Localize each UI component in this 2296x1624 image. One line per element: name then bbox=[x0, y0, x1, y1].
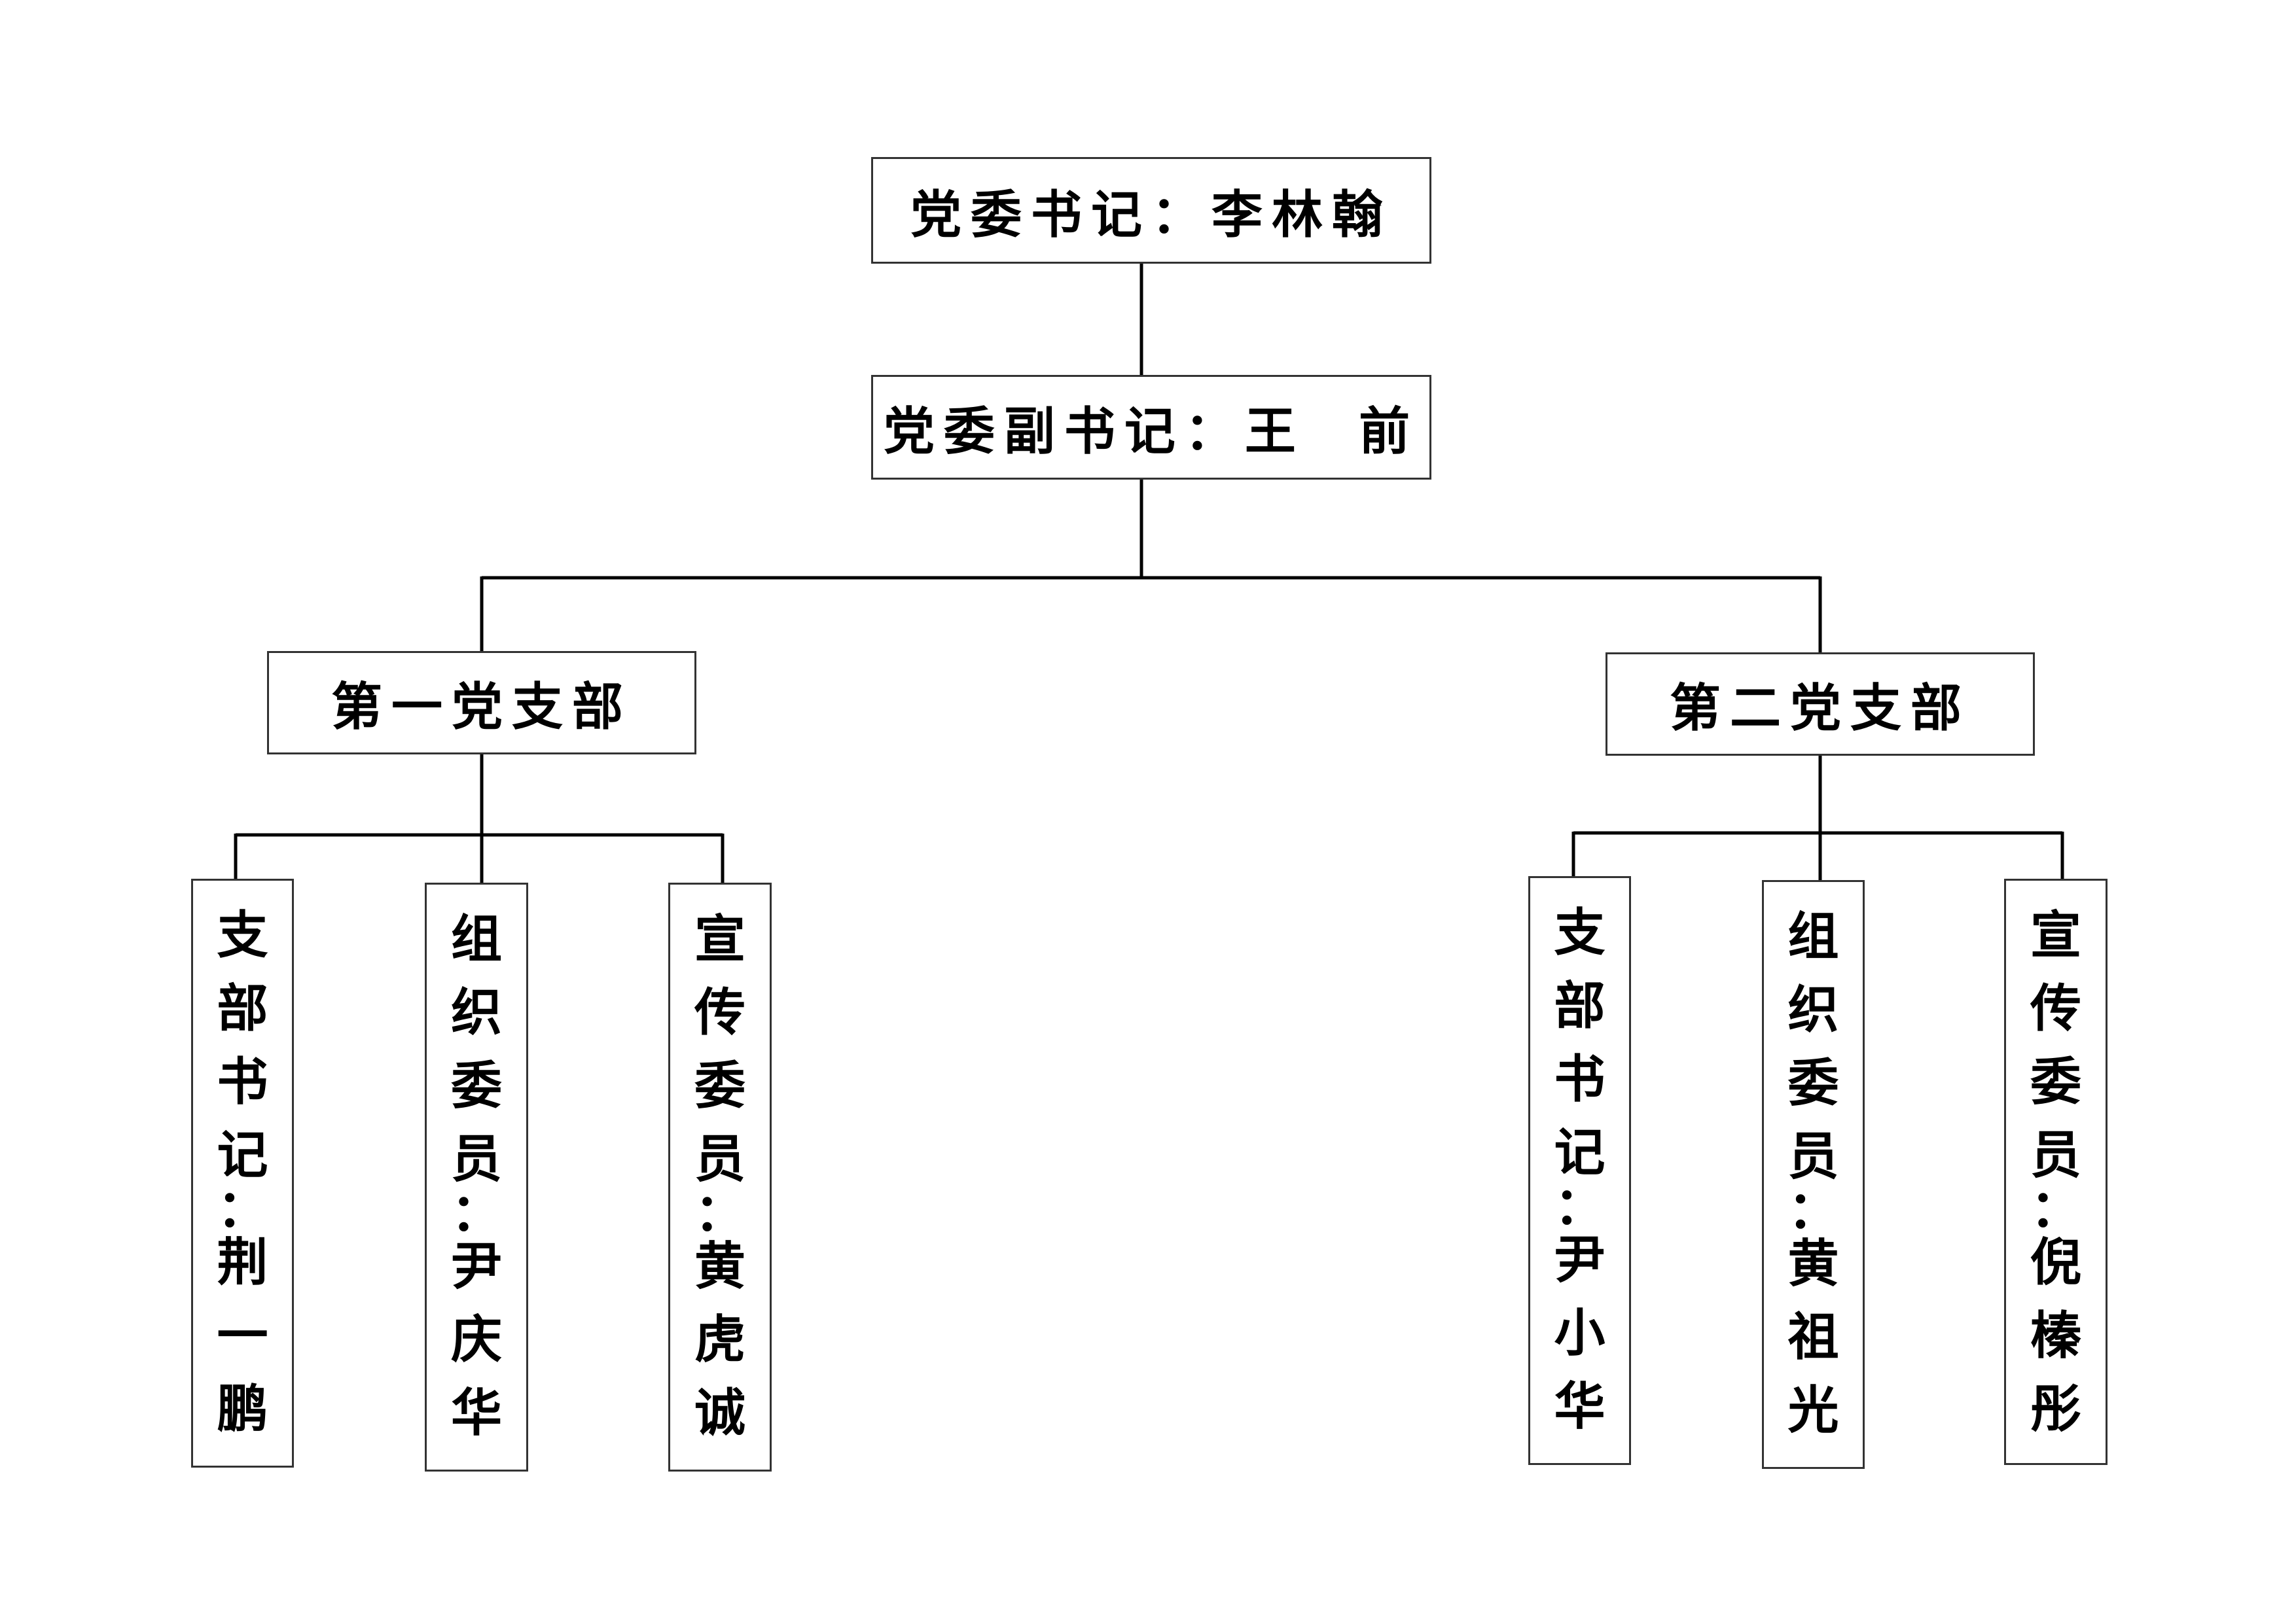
branch-1-box: 第一党支部 bbox=[267, 651, 696, 754]
member-box: 宣传委员：黄虎诚 bbox=[668, 883, 772, 1472]
member-colon: ： bbox=[694, 1183, 745, 1243]
member-box: 支部书记：荆一鹏 bbox=[191, 879, 294, 1468]
member-vertical-text: 支部书记：荆一鹏 bbox=[193, 899, 292, 1446]
secretary-label: 党委书记：李林翰 bbox=[910, 185, 1392, 245]
member-colon: ： bbox=[1787, 1180, 1839, 1240]
member-vertical-text: 支部书记：尹小华 bbox=[1530, 896, 1629, 1443]
deputy-secretary-box: 党委副书记：王 前 bbox=[871, 375, 1431, 480]
member-person: 黄祖光 bbox=[1787, 1234, 1839, 1440]
member-role: 宣传委员 bbox=[694, 909, 745, 1189]
member-role: 组织委员 bbox=[1787, 907, 1839, 1186]
member-person: 尹庆华 bbox=[450, 1237, 502, 1443]
member-box: 组织委员：尹庆华 bbox=[425, 883, 528, 1472]
member-vertical-text: 组织委员：尹庆华 bbox=[427, 903, 526, 1450]
member-role: 支部书记 bbox=[217, 906, 268, 1185]
member-box: 组织委员：黄祖光 bbox=[1762, 880, 1865, 1469]
member-vertical-text: 宣传委员：倪榛彤 bbox=[2006, 899, 2106, 1446]
member-person: 尹小华 bbox=[1554, 1230, 1605, 1436]
member-person: 黄虎诚 bbox=[694, 1237, 745, 1443]
branch-2-box: 第二党支部 bbox=[1605, 652, 2035, 756]
secretary-box: 党委书记：李林翰 bbox=[871, 157, 1431, 264]
deputy-secretary-label: 党委副书记：王 前 bbox=[883, 402, 1420, 461]
branch-1-label: 第一党支部 bbox=[331, 677, 632, 737]
member-role: 组织委员 bbox=[450, 909, 502, 1189]
member-vertical-text: 宣传委员：黄虎诚 bbox=[670, 903, 770, 1450]
member-box: 宣传委员：倪榛彤 bbox=[2004, 879, 2108, 1465]
member-role: 支部书记 bbox=[1554, 903, 1605, 1182]
member-person: 荆一鹏 bbox=[217, 1233, 268, 1439]
member-colon: ： bbox=[2030, 1179, 2081, 1239]
member-vertical-text: 组织委员：黄祖光 bbox=[1764, 900, 1863, 1447]
member-colon: ： bbox=[217, 1179, 268, 1239]
member-role: 宣传委员 bbox=[2030, 906, 2081, 1185]
branch-2-label: 第二党支部 bbox=[1669, 679, 1971, 738]
member-person: 倪榛彤 bbox=[2030, 1233, 2081, 1439]
member-colon: ： bbox=[450, 1183, 502, 1243]
member-colon: ： bbox=[1554, 1176, 1605, 1236]
member-box: 支部书记：尹小华 bbox=[1528, 876, 1631, 1465]
